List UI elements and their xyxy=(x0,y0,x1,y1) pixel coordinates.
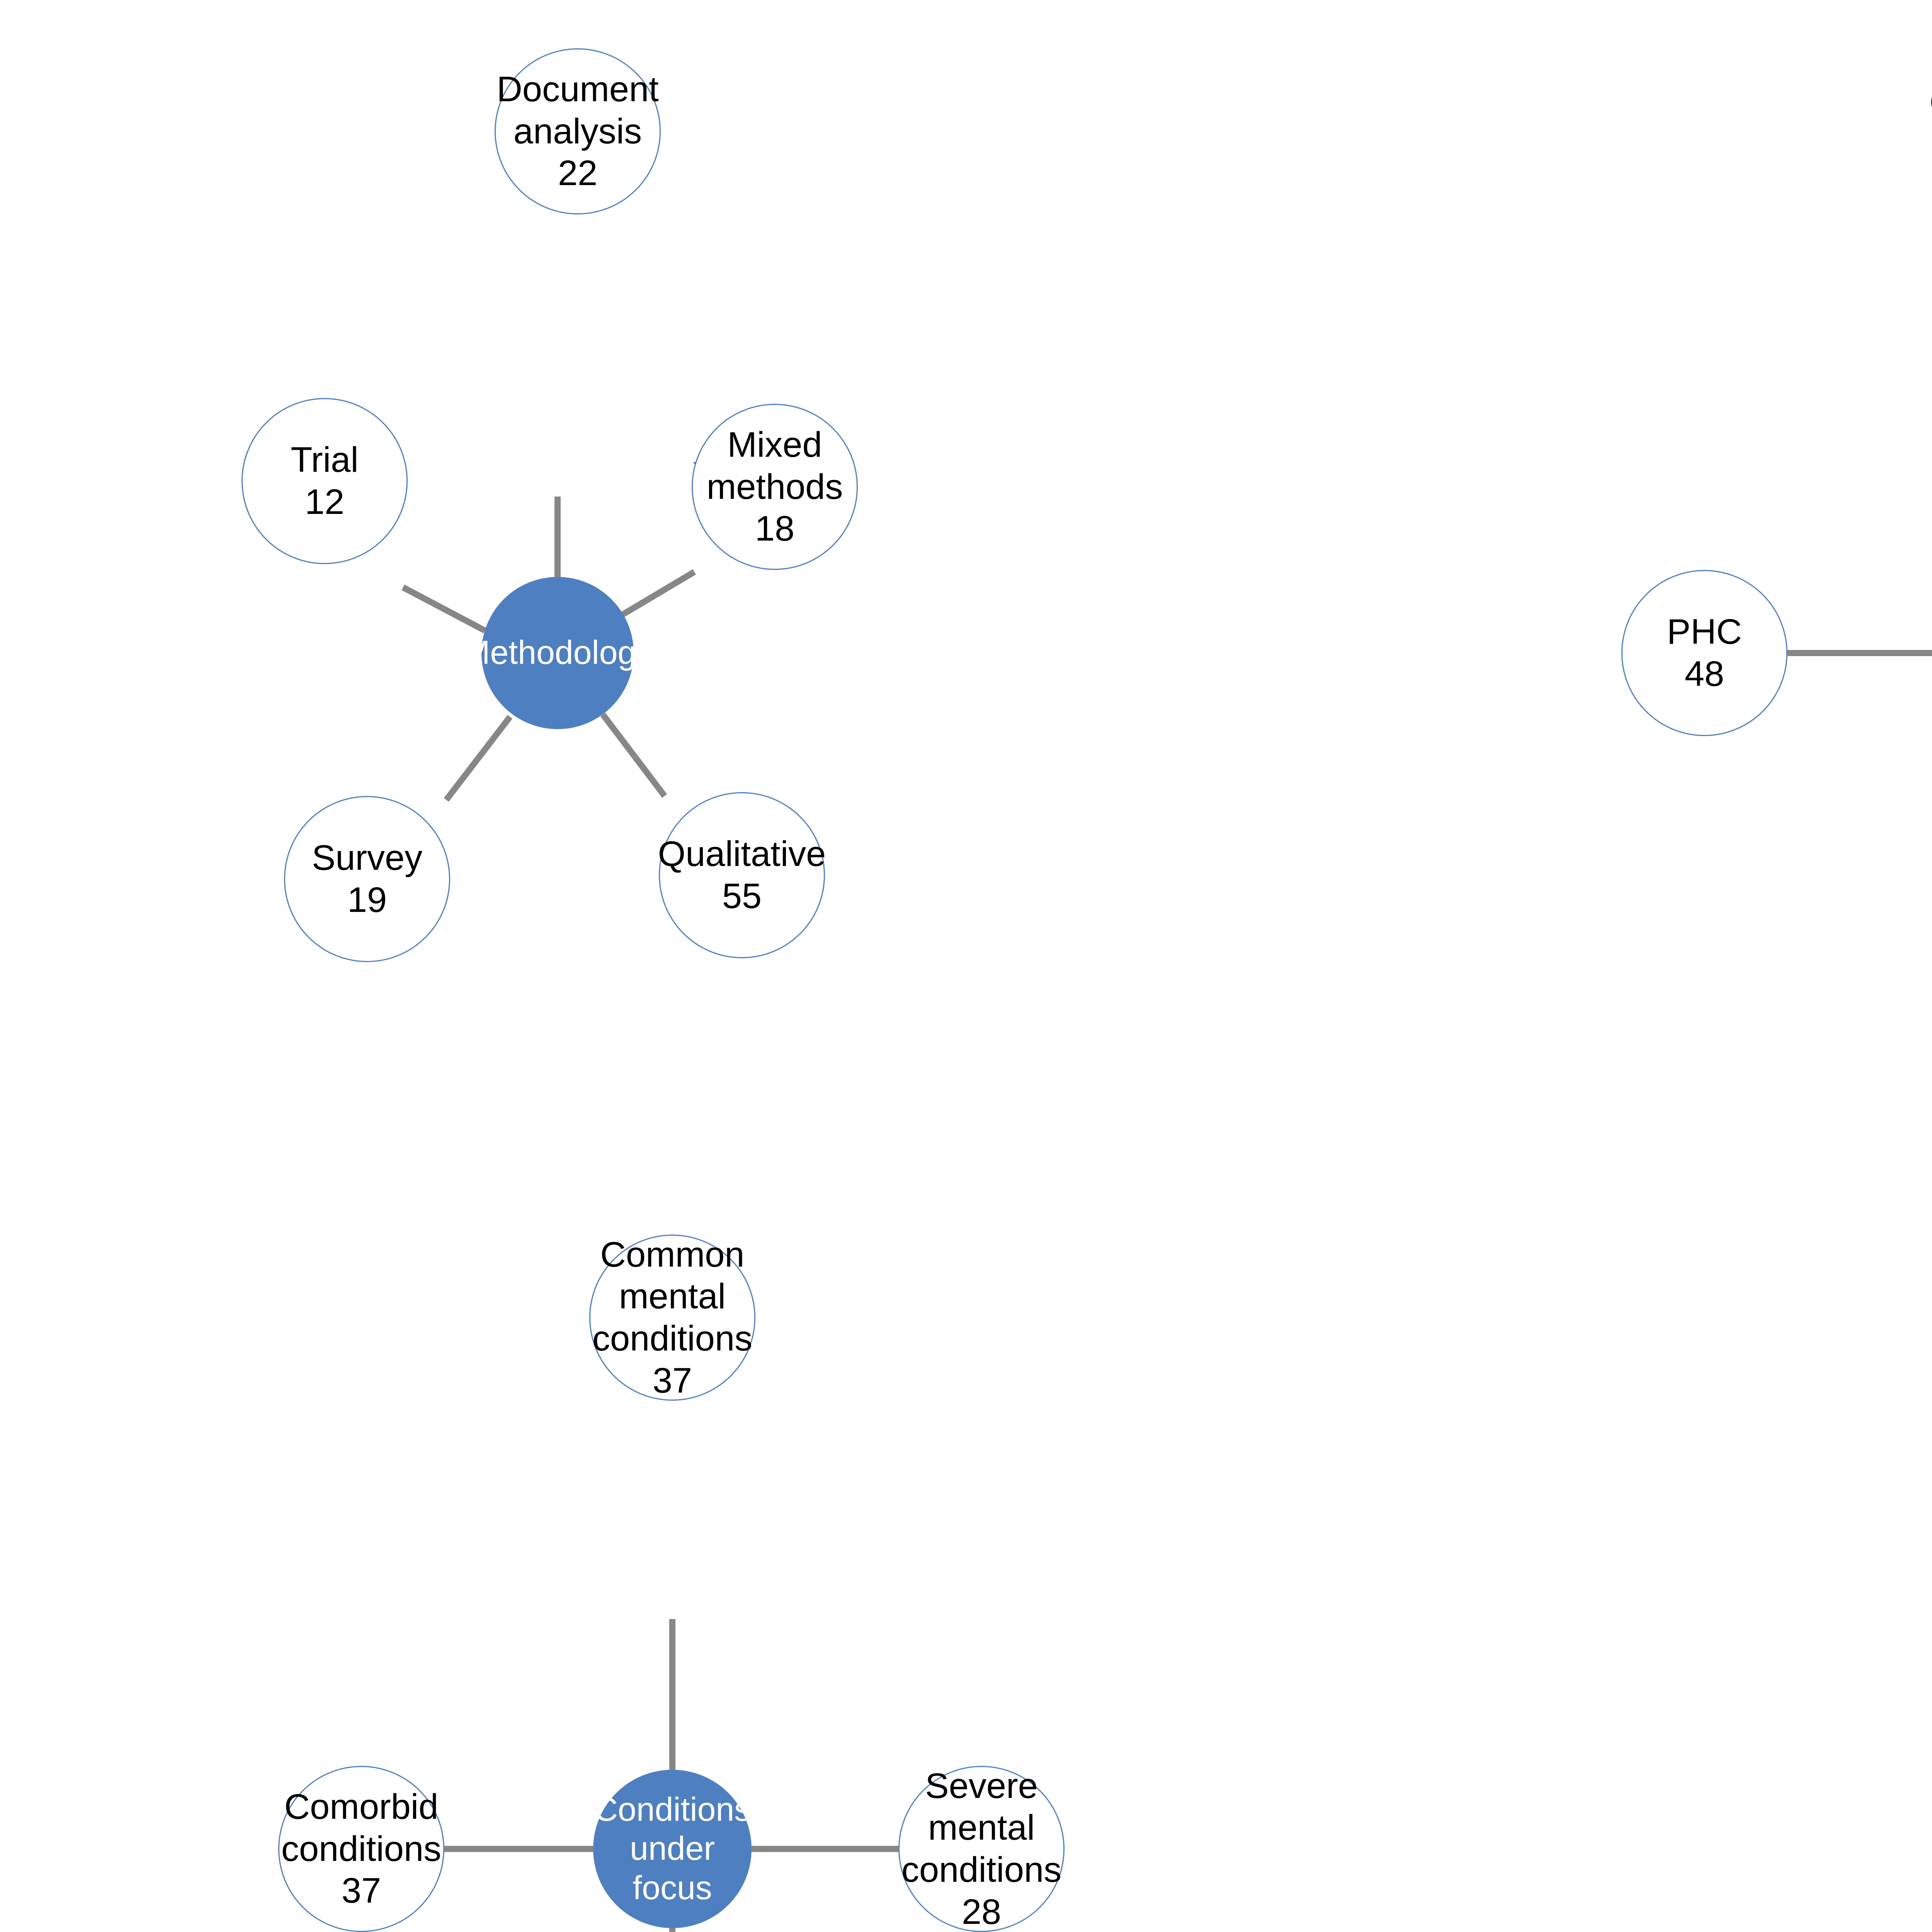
leaf-survey[interactable]: Survey 19 xyxy=(284,796,450,962)
hub-conditions-under-focus[interactable]: Conditions under focus xyxy=(593,1770,752,1928)
leaf-severe-mental-conditions[interactable]: Severe mental conditions 28 xyxy=(898,1766,1065,1932)
hub-methodology[interactable]: Methodology xyxy=(463,577,653,729)
leaf-trial-label: Trial 12 xyxy=(291,440,359,522)
hub-conditions-under-focus-label: Conditions under focus xyxy=(594,1791,751,1906)
leaf-trial[interactable]: Trial 12 xyxy=(242,398,408,564)
connector-lines-health-system-level xyxy=(1787,650,1932,656)
cluster-health-system-level: Health system level Community 32 Hospita… xyxy=(1324,0,1932,1233)
connector-lines-methodology xyxy=(401,497,696,802)
leaf-comorbid-conditions-label: Comorbid conditions 37 xyxy=(281,1787,442,1911)
leaf-qualitative-label: Qualitative 55 xyxy=(658,834,826,916)
leaf-community-label: Community 32 xyxy=(1926,82,1932,165)
connector-methodology-mixed-methods xyxy=(621,569,696,617)
leaf-mixed-methods-circle[interactable]: Mixed methods 18 xyxy=(692,404,858,570)
cluster-conditions-under-focus: Conditions under focus Common mental con… xyxy=(0,1233,1324,1932)
cluster-approach: Approach Descriptive 67 Interventional 2… xyxy=(1324,1233,1932,1932)
leaf-phc[interactable]: PHC 48 xyxy=(1621,570,1787,736)
connector-methodology-trial xyxy=(401,584,486,634)
leaf-severe-mental-conditions-label: Severe mental conditions 28 xyxy=(901,1766,1062,1932)
leaf-phc-label: PHC 48 xyxy=(1667,612,1742,694)
cluster-methodology: Methodology Document analysis 22 Mixed m… xyxy=(0,0,1324,1233)
connector-methodology-qualitative xyxy=(600,713,667,798)
hub-methodology-label: Methodology xyxy=(462,634,653,672)
connector-lines-approach xyxy=(1324,1233,1932,1932)
leaf-document-analysis[interactable]: Document analysis 22 xyxy=(495,48,661,214)
leaf-qualitative[interactable]: Qualitative 55 xyxy=(658,792,826,958)
leaf-survey-label: Survey 19 xyxy=(311,838,423,920)
connector-approach-interventional xyxy=(1859,1915,1932,1932)
leaf-descriptive-label: Descriptive 67 xyxy=(1930,1281,1932,1365)
leaf-common-mental-conditions[interactable]: Common mental conditions 37 xyxy=(589,1235,755,1401)
leaf-comorbid-conditions[interactable]: Comorbid conditions 37 xyxy=(278,1766,444,1932)
connector-methodology-survey xyxy=(444,715,513,802)
leaf-mixed-methods-label: Mixed methods 18 xyxy=(706,425,843,549)
leaf-document-analysis-label: Document analysis 22 xyxy=(497,70,659,193)
leaf-common-mental-conditions-label: Common mental conditions 37 xyxy=(592,1235,753,1400)
